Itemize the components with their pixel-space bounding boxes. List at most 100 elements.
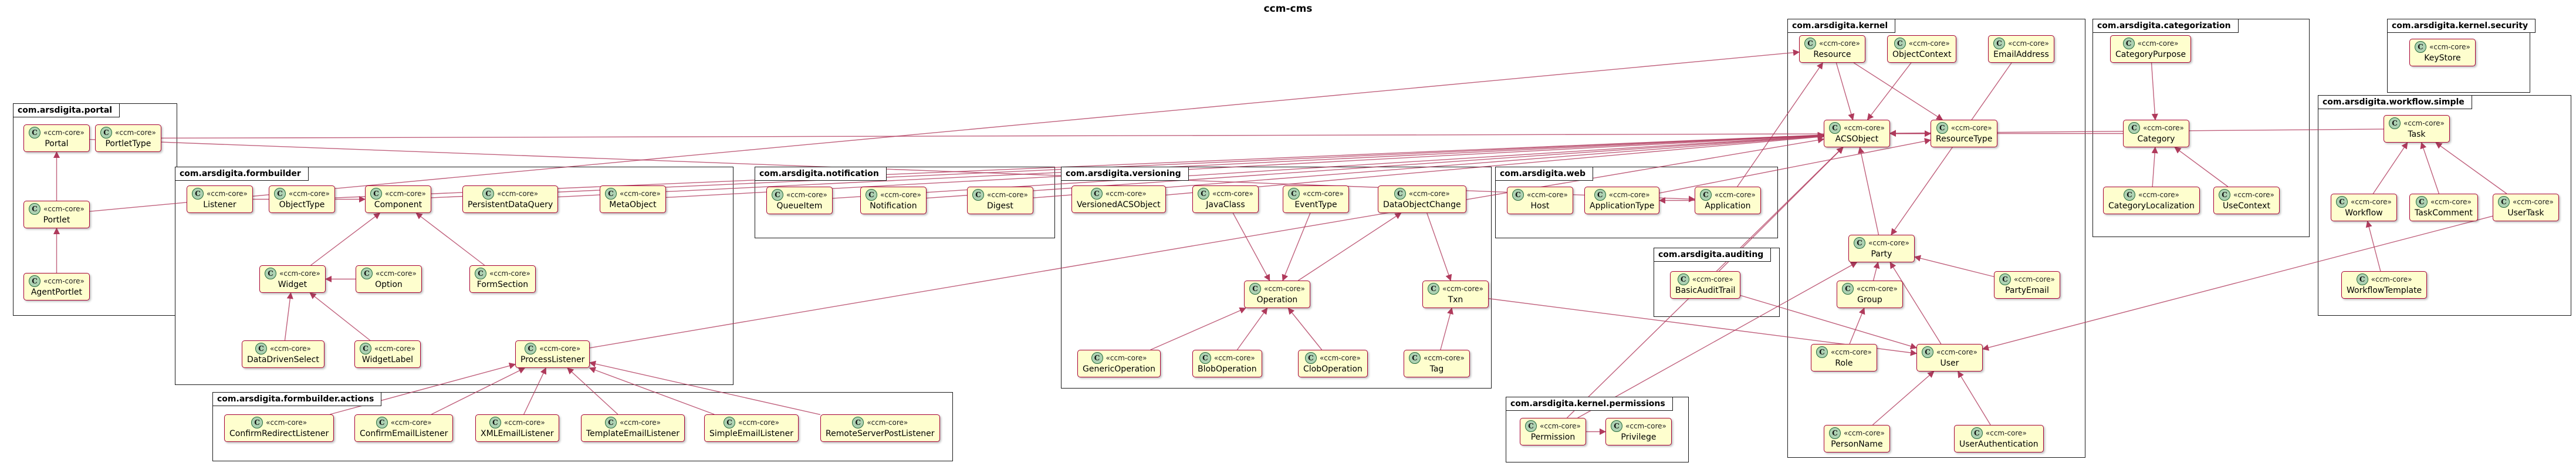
class-stereotype: «ccm-core» (43, 205, 84, 213)
package-label-kernel-permissions: com.arsdigita.kernel.permissions (1506, 397, 1673, 411)
class-SimpleEmailListener: C«ccm-core»SimpleEmailListener (704, 414, 799, 442)
class-stereotype: «ccm-core» (880, 191, 921, 199)
class-Permission: C«ccm-core»Permission (1520, 418, 1586, 445)
class-icon: C (370, 188, 382, 200)
class-icon: C (1894, 38, 1906, 49)
class-name: TemplateEmailListener (586, 429, 680, 438)
class-icon: C (1428, 283, 1439, 295)
class-name: CategoryPurpose (2115, 50, 2186, 59)
class-name: ACSObject (1835, 134, 1879, 144)
class-PartyEmail: C«ccm-core»PartyEmail (1994, 271, 2060, 299)
package-label-workflow-simple: com.arsdigita.workflow.simple (2318, 95, 2472, 109)
class-AgentPortlet: C«ccm-core»AgentPortlet (23, 273, 90, 300)
class-stereotype: «ccm-core» (2143, 124, 2184, 132)
class-Task: C«ccm-core»Task (2384, 115, 2450, 143)
class-name: ConfirmEmailListener (360, 429, 448, 438)
class-name: UseContext (2222, 201, 2270, 211)
class-icon: C (1199, 352, 1211, 364)
class-name: DataDrivenSelect (247, 355, 319, 364)
class-name: ObjectContext (1892, 50, 1952, 59)
class-ResourceType: C«ccm-core»ResourceType (1931, 120, 1998, 147)
class-name: Group (1857, 295, 1882, 305)
class-name: CategoryLocalization (2108, 201, 2195, 211)
class-stereotype: «ccm-core» (1105, 190, 1147, 198)
package-label-formbuilder-actions: com.arsdigita.formbuilder.actions (212, 392, 382, 406)
class-icon: C (274, 188, 286, 200)
class-stereotype: «ccm-core» (987, 191, 1028, 199)
class-stereotype: «ccm-core» (279, 269, 320, 278)
class-stereotype: «ccm-core» (1936, 348, 1977, 356)
class-stereotype: «ccm-core» (376, 269, 417, 278)
class-ObjectType: C«ccm-core»ObjectType (269, 185, 335, 213)
edge-PortletType-ResourceType (161, 130, 1932, 139)
class-icon: C (2389, 117, 2401, 129)
class-name: Widget (278, 280, 307, 289)
class-Listener: C«ccm-core»Listener (187, 185, 253, 213)
class-BlobOperation: C«ccm-core»BlobOperation (1192, 350, 1262, 377)
class-icon: C (1993, 38, 2005, 49)
package-label-categorization: com.arsdigita.categorization (2092, 19, 2239, 33)
class-name: Application (1705, 201, 1751, 211)
class-stereotype: «ccm-core» (1608, 191, 1650, 199)
class-name: UserTask (2507, 208, 2544, 218)
class-icon: C (1611, 420, 1622, 432)
package-label-web: com.arsdigita.web (1495, 167, 1594, 181)
class-stereotype: «ccm-core» (1857, 285, 1898, 293)
class-stereotype: «ccm-core» (867, 418, 908, 427)
class-name: Workflow (2345, 208, 2383, 218)
class-stereotype: «ccm-core» (2371, 275, 2412, 283)
class-icon: C (482, 188, 495, 200)
class-icon: C (376, 417, 388, 428)
class-ACSObject: C«ccm-core»ACSObject (1824, 120, 1890, 147)
class-name: Party (1871, 249, 1892, 259)
class-icon: C (605, 417, 617, 428)
class-name: Task (2408, 130, 2426, 139)
class-stereotype: «ccm-core» (1844, 429, 1885, 437)
package-label-kernel: com.arsdigita.kernel (1787, 19, 1896, 33)
package-label-portal: com.arsdigita.portal (13, 103, 120, 117)
class-icon: C (100, 127, 112, 139)
class-icon: C (1512, 189, 1524, 201)
class-icon: C (1936, 122, 1948, 134)
class-icon: C (852, 417, 864, 428)
class-icon: C (1409, 352, 1421, 364)
class-icon: C (1525, 420, 1537, 432)
class-Notification: C«ccm-core»Notification (860, 187, 927, 214)
class-name: PortletType (105, 139, 151, 148)
class-icon: C (192, 188, 204, 200)
class-icon: C (605, 188, 617, 200)
class-stereotype: «ccm-core» (1868, 239, 1909, 247)
class-stereotype: «ccm-core» (1264, 285, 1305, 293)
class-KeyStore: C«ccm-core»KeyStore (2409, 39, 2476, 66)
package-kernel (1787, 19, 2085, 458)
class-icon: C (1677, 273, 1689, 285)
class-Operation: C«ccm-core»Operation (1244, 281, 1310, 308)
class-stereotype: «ccm-core» (1625, 422, 1666, 430)
class-TaskComment: C«ccm-core»TaskComment (2409, 194, 2478, 221)
class-icon: C (1999, 273, 2011, 285)
class-name: SimpleEmailListener (709, 429, 793, 438)
class-stereotype: «ccm-core» (620, 418, 661, 427)
class-name: PersistentDataQuery (468, 200, 553, 210)
class-UseContext: C«ccm-core»UseContext (2213, 187, 2280, 214)
class-icon: C (1198, 188, 1209, 200)
class-stereotype: «ccm-core» (1303, 190, 1344, 198)
class-name: Component (374, 200, 422, 210)
class-Tag: C«ccm-core»Tag (1404, 350, 1470, 377)
class-icon: C (525, 343, 537, 354)
class-name: Txn (1448, 295, 1463, 305)
class-XMLEmailListener: C«ccm-core»XMLEmailListener (475, 414, 559, 442)
package-label-notification: com.arsdigita.notification (755, 167, 887, 181)
class-stereotype: «ccm-core» (738, 418, 779, 427)
class-name: Tag (1429, 364, 1444, 374)
class-PortletType: C«ccm-core»PortletType (95, 124, 161, 152)
class-Role: C«ccm-core»Role (1811, 344, 1877, 372)
class-stereotype: «ccm-core» (2138, 191, 2179, 199)
class-name: QueueItem (776, 201, 823, 211)
class-name: EmailAddress (1993, 50, 2049, 59)
class-BasicAuditTrail: C«ccm-core»BasicAuditTrail (1670, 271, 1741, 299)
class-name: EventType (1294, 200, 1337, 210)
class-icon: C (2356, 273, 2368, 285)
class-icon: C (1842, 283, 1854, 295)
class-icon: C (2123, 189, 2135, 201)
